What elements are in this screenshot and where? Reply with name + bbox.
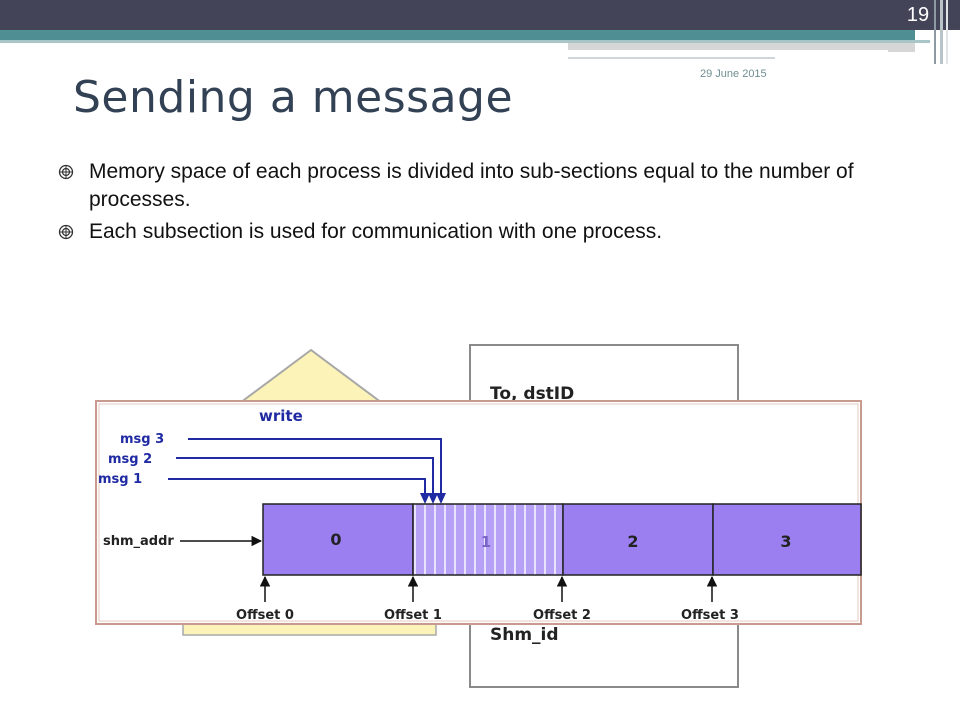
msg-label: msg 2: [108, 452, 152, 467]
slide-title: Sending a message: [73, 72, 514, 123]
msg2-arrow: [176, 457, 434, 497]
bullet-text: Memory space of each process is divided …: [89, 160, 854, 211]
slide-date: 29 June 2015: [700, 68, 767, 80]
arrowhead-icon: [436, 493, 446, 504]
offset-label: Offset 1: [384, 608, 442, 623]
offset-label: Offset 2: [533, 608, 591, 623]
header-band-grey: [568, 43, 915, 52]
decor-line: [940, 0, 943, 64]
memory-segment-3: [712, 503, 862, 576]
segment-label: 3: [780, 532, 791, 551]
header-band-thin: [568, 57, 775, 59]
bullet-item: Each subsection is used for communicatio…: [58, 218, 908, 246]
bullet-text: Each subsection is used for communicatio…: [89, 220, 663, 243]
segment-label: 0: [330, 530, 341, 549]
back-box-label-top: To, dstID: [490, 384, 574, 404]
header-band: [0, 30, 915, 40]
memory-segment-1: [412, 503, 564, 576]
segment-label: 1: [481, 533, 491, 551]
offset-label: Offset 0: [236, 608, 294, 623]
bullet-item: Memory space of each process is divided …: [58, 158, 908, 214]
arrowhead-icon: [420, 493, 430, 504]
top-bar: [0, 0, 960, 30]
process-triangle: [236, 348, 386, 404]
header-band-white: [568, 50, 888, 53]
memory-segment-0: [262, 503, 414, 576]
circle-bullet-icon: [58, 224, 74, 240]
offset-label: Offset 3: [681, 608, 739, 623]
shm-addr-label: shm_addr: [103, 534, 174, 549]
write-label: write: [259, 407, 303, 425]
header-band-light: [0, 40, 930, 43]
arrowhead-icon: [428, 493, 438, 504]
shared-memory-diagram: To, dstID Shm_id write msg 3 msg 2 msg 1…: [95, 344, 862, 688]
msg-label: msg 3: [120, 432, 164, 447]
segment-label: 2: [627, 532, 638, 551]
msg-label: msg 1: [98, 472, 142, 487]
decor-line: [946, 0, 948, 64]
memory-segment-2: [562, 503, 714, 576]
message-arrows: [168, 438, 446, 504]
circle-bullet-icon: [58, 164, 74, 180]
msg1-arrow: [168, 478, 426, 497]
bullet-list: Memory space of each process is divided …: [58, 158, 908, 250]
decor-line: [934, 0, 936, 64]
msg3-arrow: [188, 438, 442, 497]
slide-number: 19: [906, 4, 930, 26]
back-box-label-bottom: Shm_id: [490, 625, 559, 645]
